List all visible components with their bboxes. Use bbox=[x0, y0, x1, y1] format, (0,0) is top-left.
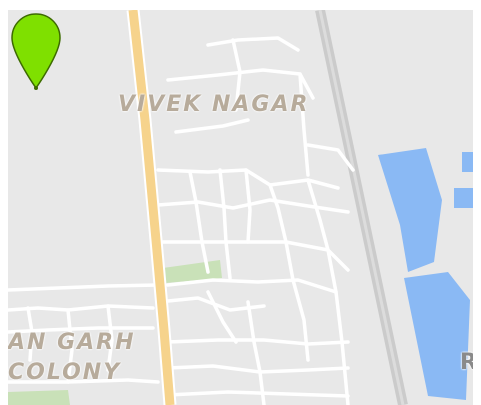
marker-tip bbox=[34, 86, 38, 90]
map-canvas bbox=[8, 10, 473, 405]
map-pin-icon[interactable] bbox=[8, 10, 64, 90]
marker-body bbox=[11, 13, 61, 90]
area-label-edge-r: R bbox=[460, 350, 473, 375]
area-label-colony-line1: AN GARH bbox=[8, 330, 136, 355]
highway-road bbox=[126, 10, 177, 405]
area-label-vivek-nagar: VIVEK NAGAR bbox=[118, 92, 310, 117]
water-bodies bbox=[378, 148, 473, 400]
street-network bbox=[8, 36, 355, 405]
area-label-colony-line2: COLONY bbox=[8, 360, 122, 385]
map-view[interactable]: VIVEK NAGAR AN GARH COLONY R bbox=[8, 10, 473, 405]
railway-line bbox=[315, 10, 408, 405]
